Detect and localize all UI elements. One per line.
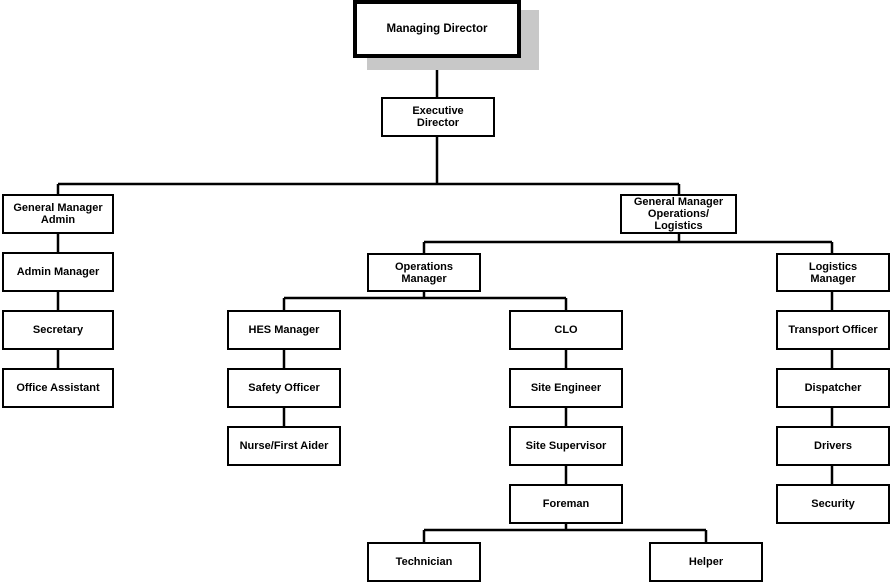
site-engineer-label: Site Engineer — [530, 382, 602, 394]
dispatcher-box[interactable]: Dispatcher — [776, 368, 890, 408]
site-supervisor-label: Site Supervisor — [525, 440, 607, 452]
helper-box[interactable]: Helper — [649, 542, 763, 582]
clo-label: CLO — [554, 324, 578, 336]
hes-manager-label: HES Manager — [248, 324, 320, 336]
executive-director-box[interactable]: Executive Director — [381, 97, 495, 137]
nurse-first-aider-box[interactable]: Nurse/First Aider — [227, 426, 341, 466]
security-box[interactable]: Security — [776, 484, 890, 524]
transport-officer-box[interactable]: Transport Officer — [776, 310, 890, 350]
transport-officer-label: Transport Officer — [788, 324, 878, 336]
safety-officer-label: Safety Officer — [248, 382, 320, 394]
gm-operations-box[interactable]: General Manager Operations/ Logistics — [620, 194, 737, 234]
logistics-manager-label: Logistics Manager — [808, 260, 858, 285]
nurse-first-aider-label: Nurse/First Aider — [239, 440, 329, 452]
operations-manager-label: Operations Manager — [394, 260, 454, 285]
operations-manager-box[interactable]: Operations Manager — [367, 253, 481, 292]
dispatcher-label: Dispatcher — [804, 382, 862, 394]
admin-manager-label: Admin Manager — [16, 266, 100, 278]
drivers-box[interactable]: Drivers — [776, 426, 890, 466]
security-label: Security — [811, 498, 855, 510]
gm-admin-box[interactable]: General Manager Admin — [2, 194, 114, 234]
site-engineer-box[interactable]: Site Engineer — [509, 368, 623, 408]
site-supervisor-box[interactable]: Site Supervisor — [509, 426, 623, 466]
managing-director-label: Managing Director — [386, 23, 488, 35]
gm-operations-label: General Manager Operations/ Logistics — [633, 196, 724, 232]
foreman-label: Foreman — [542, 498, 590, 510]
technician-label: Technician — [395, 556, 453, 568]
executive-director-label: Executive Director — [412, 105, 464, 129]
logistics-manager-box[interactable]: Logistics Manager — [776, 253, 890, 292]
gm-admin-label: General Manager Admin — [13, 202, 103, 226]
secretary-box[interactable]: Secretary — [2, 310, 114, 350]
clo-box[interactable]: CLO — [509, 310, 623, 350]
office-assistant-label: Office Assistant — [16, 382, 100, 394]
admin-manager-box[interactable]: Admin Manager — [2, 252, 114, 292]
safety-officer-box[interactable]: Safety Officer — [227, 368, 341, 408]
office-assistant-box[interactable]: Office Assistant — [2, 368, 114, 408]
foreman-box[interactable]: Foreman — [509, 484, 623, 524]
secretary-label: Secretary — [32, 324, 84, 336]
drivers-label: Drivers — [814, 440, 852, 452]
helper-label: Helper — [688, 556, 724, 568]
technician-box[interactable]: Technician — [367, 542, 481, 582]
managing-director-box[interactable]: Managing Director — [353, 0, 521, 58]
hes-manager-box[interactable]: HES Manager — [227, 310, 341, 350]
